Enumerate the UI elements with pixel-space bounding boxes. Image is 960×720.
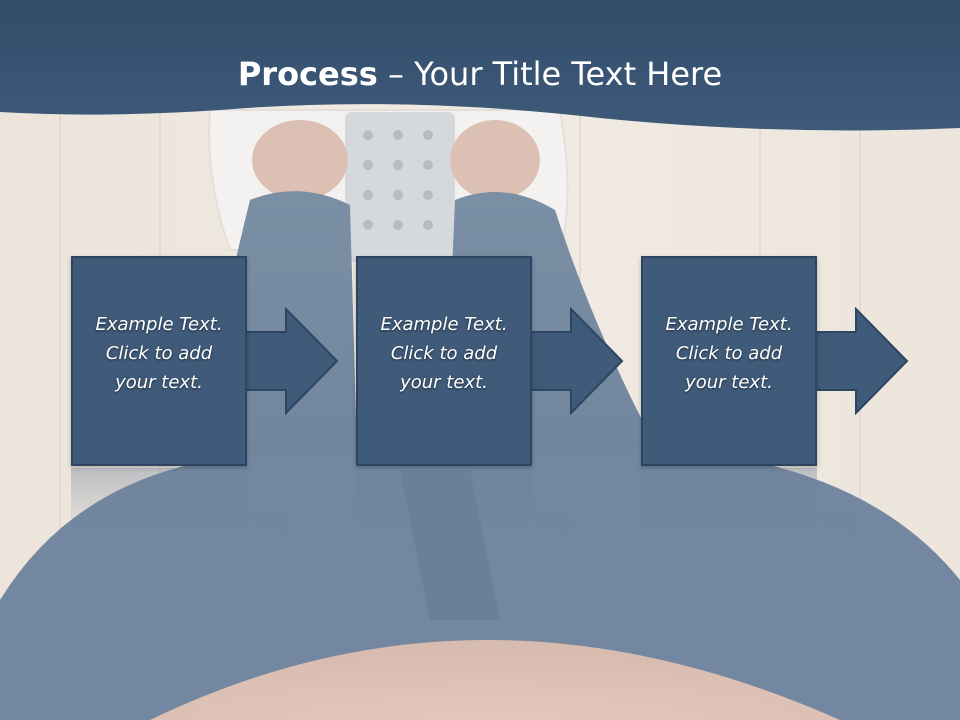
process-step-2[interactable]: Example Text. Click to add your text. [356,256,624,466]
step-text[interactable]: Example Text. Click to add your text. [73,310,245,397]
right-arrow-icon [241,307,339,415]
step-text[interactable]: Example Text. Click to add your text. [643,310,815,397]
slide-title: Process – Your Title Text Here [0,50,960,98]
step-block [71,256,247,466]
step-text-line-1: Example Text. [95,314,223,335]
step-text[interactable]: Example Text. Click to add your text. [358,310,530,397]
step-block [356,256,532,466]
step-text-line-2: Click to add [675,343,783,364]
right-arrow-icon [526,307,624,415]
title-bold: Process [237,55,378,93]
step-text-line-2: Click to add [105,343,213,364]
step-text-line-1: Example Text. [665,314,793,335]
step-text-line-3: your text. [685,372,773,393]
step-text-line-1: Example Text. [380,314,508,335]
title-rest: – Your Title Text Here [377,55,723,93]
right-arrow-icon [811,307,909,415]
process-step-1[interactable]: Example Text. Click to add your text. [71,256,339,466]
process-step-3[interactable]: Example Text. Click to add your text. [641,256,909,466]
step-text-line-3: your text. [115,372,203,393]
step-block [641,256,817,466]
step-text-line-3: your text. [400,372,488,393]
step-text-line-2: Click to add [390,343,498,364]
